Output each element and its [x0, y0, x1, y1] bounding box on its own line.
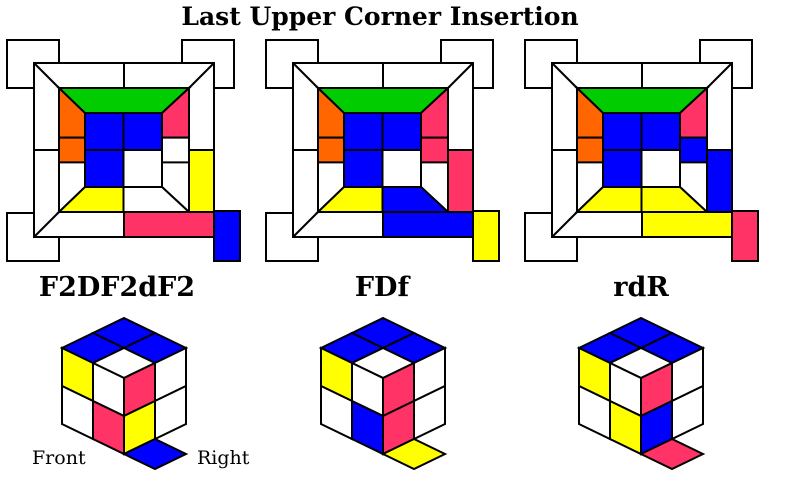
- top-view-2-corner-square-br: [472, 210, 500, 262]
- top-view-3-corner-square-br: [731, 210, 759, 262]
- top-view-1-corner-square-br: [213, 210, 241, 262]
- top-view-2-right-edge-2: [420, 136, 449, 164]
- top-view-3-center-cell-2: [640, 112, 681, 151]
- top-view-1-corner-diagonal-3: [33, 211, 60, 238]
- top-view-1-left-edge-2: [58, 136, 86, 164]
- top-view-2-corner-diagonal-2: [447, 62, 474, 89]
- cube-view-1-right-facelet-4: [154, 384, 187, 441]
- top-view-3-center-cell-3: [602, 149, 643, 188]
- top-view-1-center-cell-4: [122, 149, 163, 188]
- cube-view-2-right-facelet-4: [413, 384, 446, 441]
- top-view-2-center-cell-1: [343, 112, 384, 151]
- algorithm-label-2: FDf: [354, 272, 410, 303]
- cube-view-3-right-facelet-4: [671, 384, 704, 441]
- top-view-2-outer-front-sticker: [382, 211, 474, 238]
- top-view-1-corner-diagonal-1: [33, 62, 60, 89]
- top-view-3-corner-diagonal-1: [551, 62, 578, 89]
- page-title: Last Upper Corner Insertion: [181, 2, 579, 31]
- top-view-2-corner-diagonal-1: [292, 62, 319, 89]
- top-view-3-center-cell-4: [640, 149, 681, 188]
- cube-view-3-bottom-piece: [638, 437, 706, 471]
- top-view-3-corner-diagonal-3: [551, 211, 578, 238]
- top-view-1-center-cell-2: [122, 112, 163, 151]
- top-view-1-center-cell-3: [84, 149, 125, 188]
- top-view-2-center-cell-4: [381, 149, 422, 188]
- top-view-2-left-edge-2: [317, 136, 345, 164]
- top-view-1-corner-diagonal-2: [188, 62, 215, 89]
- front-label: Front: [32, 447, 86, 469]
- top-view-2-center-cell-2: [381, 112, 422, 151]
- top-view-3-center-cell-1: [602, 112, 643, 151]
- top-view-2-center-cell-3: [343, 149, 384, 188]
- top-view-1-right-edge-2: [161, 136, 190, 164]
- right-label: Right: [197, 447, 250, 469]
- top-view-2-corner-diagonal-3: [292, 211, 319, 238]
- top-view-1-outer-front-sticker: [123, 211, 215, 238]
- top-view-3-outer-front-sticker: [641, 211, 733, 238]
- top-view-3-left-edge-2: [576, 136, 604, 164]
- algorithm-label-3: rdR: [613, 272, 669, 303]
- cube-view-1-bottom-piece: [121, 437, 189, 471]
- top-view-3-right-edge-2: [679, 136, 708, 164]
- top-view-3-corner-diagonal-2: [706, 62, 733, 89]
- cube-view-2-bottom-piece: [380, 437, 448, 471]
- top-view-1-center-cell-1: [84, 112, 125, 151]
- algorithm-label-1: F2DF2dF2: [38, 272, 196, 303]
